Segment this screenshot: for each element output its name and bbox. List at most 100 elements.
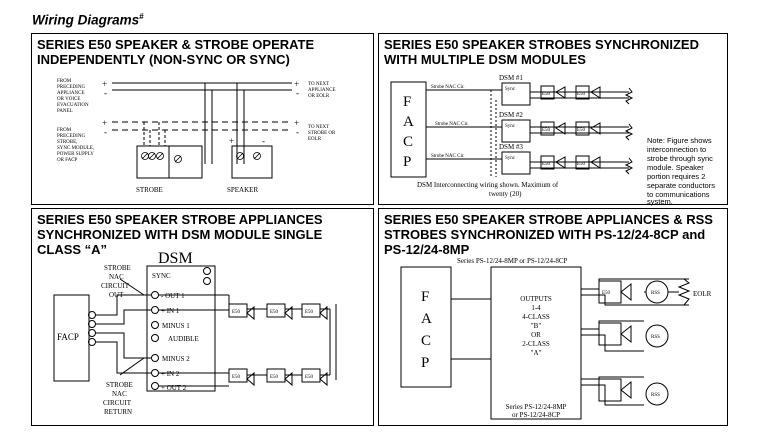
svg-text:FROM: FROM: [57, 128, 72, 133]
right-bottom-labels: TO NEXT STROBE OR EOLR: [308, 125, 336, 142]
svg-text:or PS-12/24-8CP: or PS-12/24-8CP: [512, 411, 560, 419]
svg-text:APPLIANCE: APPLIANCE: [57, 91, 85, 96]
svg-text:EVACUATION: EVACUATION: [57, 103, 89, 108]
svg-text:Sync: Sync: [505, 156, 516, 161]
svg-text:E50: E50: [542, 162, 551, 167]
svg-text:STROBE OR: STROBE OR: [308, 131, 336, 136]
svg-text:RSS: RSS: [651, 393, 660, 398]
svg-text:+: +: [294, 79, 299, 89]
svg-text:-: -: [262, 136, 265, 146]
svg-text:FROM: FROM: [57, 79, 72, 84]
svg-text:to communications: to communications: [647, 190, 710, 199]
svg-text:-: -: [296, 127, 299, 137]
svg-text:A: A: [403, 114, 414, 130]
panel-multiple-dsm: SERIES E50 SPEAKER STROBES SYNCHRONIZED …: [378, 33, 728, 206]
svg-text:DSM #1: DSM #1: [499, 74, 523, 82]
svg-text:E50: E50: [232, 310, 241, 315]
left-top-labels: FROM PRECEDING APPLIANCE OR VOICE EVACUA…: [57, 79, 89, 114]
svg-text:NAC: NAC: [109, 273, 124, 281]
svg-text:F: F: [421, 289, 429, 305]
svg-text:2-CLASS: 2-CLASS: [522, 340, 550, 348]
svg-text:-: -: [104, 127, 107, 137]
svg-text:E50: E50: [542, 128, 551, 133]
caption: DSM Interconnecting wiring shown. Maximu…: [417, 181, 559, 198]
svg-text:PANEL: PANEL: [57, 109, 73, 114]
svg-text:STROBE,: STROBE,: [57, 140, 77, 145]
facp-letters: F A C P: [403, 94, 414, 170]
svg-text:1-4: 1-4: [531, 304, 541, 312]
panel-heading: SERIES E50 SPEAKER STROBE APPLIANCES SYN…: [37, 212, 323, 257]
svg-text:DSM #3: DSM #3: [499, 143, 523, 151]
svg-text:OR EOLR: OR EOLR: [308, 94, 330, 99]
panel-heading: SERIES E50 SPEAKER STROBE APPLIANCES & R…: [384, 212, 713, 257]
series-top-label: Series PS-12/24-8MP or PS-12/24-8CP: [457, 257, 568, 265]
svg-text:E50: E50: [577, 92, 586, 97]
svg-text:Sync: Sync: [505, 124, 516, 129]
multiple-dsm-diagram: F A C P DSM #1 DSM #2 DSM #3 Strobe NAC …: [390, 74, 715, 206]
svg-text:RETURN: RETURN: [104, 408, 132, 416]
svg-text:CIRCUIT: CIRCUIT: [103, 399, 132, 407]
svg-text:+ IN 1: + IN 1: [161, 307, 180, 315]
svg-text:- OUT 1: - OUT 1: [161, 292, 185, 300]
svg-text:C: C: [421, 333, 431, 349]
svg-text:OR FACP: OR FACP: [57, 158, 78, 163]
panel-heading: SERIES E50 SPEAKER STROBES SYNCHRONIZED …: [384, 37, 699, 67]
svg-text:OR: OR: [531, 331, 541, 339]
svg-text:interconnection to: interconnection to: [647, 145, 706, 154]
svg-text:Strobe NAC Cir.: Strobe NAC Cir.: [431, 154, 464, 159]
svg-text:SYNC MODULE,: SYNC MODULE,: [57, 146, 94, 151]
right-top-labels: TO NEXT APPLIANCE OR EOLR: [308, 82, 336, 99]
terminal-screws: [141, 152, 261, 163]
svg-text:twenty (20): twenty (20): [489, 190, 522, 198]
svg-text:separate conductors: separate conductors: [647, 181, 715, 190]
svg-text:NAC: NAC: [112, 390, 127, 398]
svg-text:TO NEXT: TO NEXT: [308, 82, 329, 87]
facp-label: FACP: [57, 332, 79, 342]
svg-text:OUT: OUT: [109, 291, 124, 299]
svg-text:SYNC: SYNC: [152, 272, 171, 280]
svg-text:strobe through sync: strobe through sync: [647, 154, 713, 163]
svg-text:P: P: [403, 154, 411, 170]
svg-text:A: A: [421, 311, 432, 327]
svg-text:Series PS-12/24-8MP: Series PS-12/24-8MP: [506, 403, 567, 411]
svg-text:E50: E50: [305, 310, 314, 315]
svg-text:-: -: [296, 88, 299, 98]
page-title: Wiring Diagrams#: [32, 12, 144, 28]
series-bottom-label: Series PS-12/24-8MP or PS-12/24-8CP: [506, 403, 567, 419]
svg-text:P: P: [421, 355, 429, 371]
panel-single-class-a: SERIES E50 SPEAKER STROBE APPLIANCES SYN…: [31, 208, 374, 426]
svg-text:C: C: [403, 134, 413, 150]
left-bottom-labels: FROM PRECEDING STROBE, SYNC MODULE, POWE…: [57, 128, 94, 163]
dsm-label: DSM: [158, 250, 193, 267]
svg-text:system.: system.: [647, 197, 673, 206]
panel-heading: SERIES E50 SPEAKER & STROBE OPERATE INDE…: [37, 37, 315, 67]
svg-text:E50: E50: [542, 92, 551, 97]
svg-text:"B": "B": [531, 322, 542, 330]
svg-text:TO NEXT: TO NEXT: [308, 125, 329, 130]
svg-text:OR VOICE: OR VOICE: [57, 97, 80, 102]
svg-text:AUDIBLE: AUDIBLE: [168, 335, 199, 343]
eolr-label: EOLR: [693, 290, 712, 298]
svg-text:4-CLASS: 4-CLASS: [522, 313, 550, 321]
svg-text:DSM #2: DSM #2: [499, 111, 523, 119]
facp-letters: F A C P: [421, 289, 432, 371]
speaker-label: SPEAKER: [227, 186, 258, 194]
svg-text:STROBE: STROBE: [106, 381, 133, 389]
svg-text:E50: E50: [232, 375, 241, 380]
svg-text:"A": "A": [531, 349, 542, 357]
svg-text:+ OUT 2: + OUT 2: [161, 384, 187, 392]
panel-independent-operation: SERIES E50 SPEAKER & STROBE OPERATE INDE…: [31, 33, 374, 205]
svg-text:OUTPUTS: OUTPUTS: [520, 295, 552, 303]
svg-text:Strobe NAC Cir.: Strobe NAC Cir.: [431, 85, 464, 90]
svg-text:MINUS 2: MINUS 2: [162, 355, 190, 363]
svg-text:Strobe NAC Cir.: Strobe NAC Cir.: [435, 122, 468, 127]
svg-text:portion requires 2: portion requires 2: [647, 172, 705, 181]
svg-text:E50: E50: [305, 375, 314, 380]
svg-text:EOLR: EOLR: [308, 137, 322, 142]
svg-text:CIRCUIT: CIRCUIT: [101, 282, 130, 290]
svg-text:E50: E50: [270, 310, 279, 315]
svg-text:PRECEDING: PRECEDING: [57, 85, 85, 90]
svg-text:+ IN 2: + IN 2: [161, 370, 180, 378]
svg-text:+: +: [102, 118, 107, 128]
note-text: Note: Figure shows interconnection to st…: [647, 136, 715, 206]
